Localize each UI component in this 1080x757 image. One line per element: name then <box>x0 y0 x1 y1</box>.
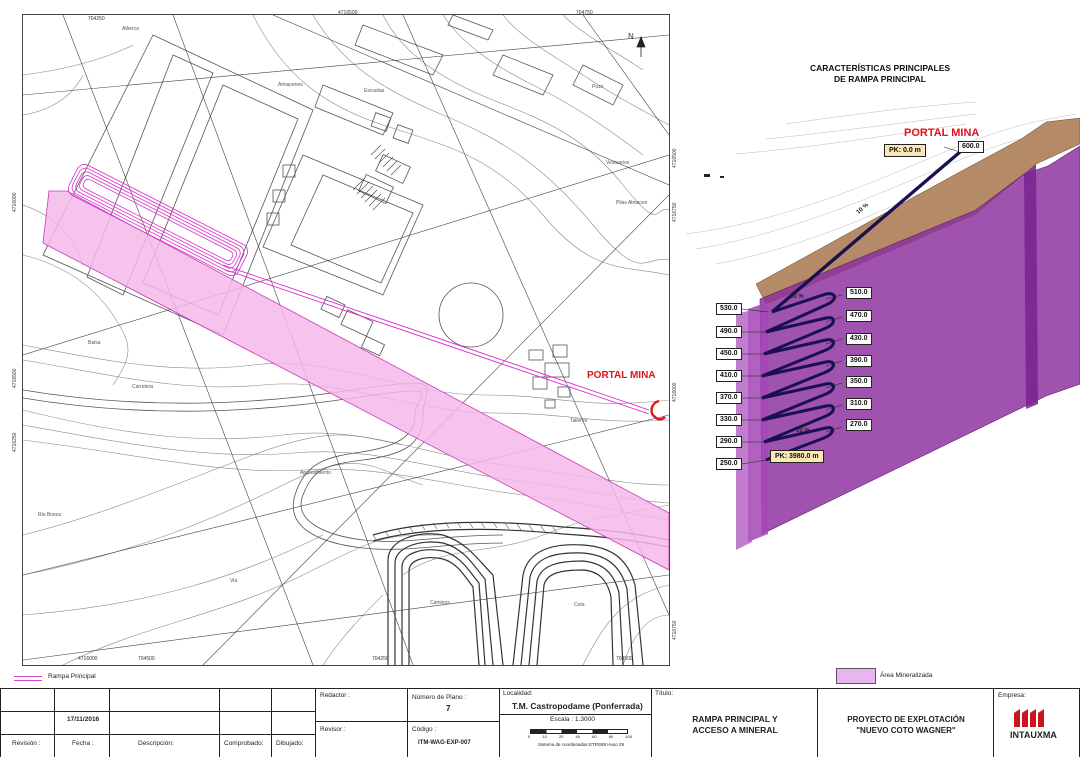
portal-mina-label-map: PORTAL MINA <box>587 370 656 381</box>
location-value: T.M. Castropodame (Ponferrada) <box>512 701 643 711</box>
ramp-3d-drawing <box>685 101 1080 550</box>
area-label: Talleres <box>570 418 588 424</box>
plan-number-value: 7 <box>446 704 451 713</box>
code-value: ITM-WAG-EXP-007 <box>418 740 471 746</box>
area-label: Aparcamiento <box>300 470 331 476</box>
level-label-600: 600.0 <box>958 141 984 153</box>
scale-tick: 10 <box>542 734 547 739</box>
date-value: 17/11/2016 <box>67 716 100 723</box>
revision-label: Revisión : <box>12 740 41 747</box>
coord-top-1: 704250 <box>88 16 105 22</box>
slope-label: 10 % <box>796 428 810 434</box>
project-title: PROYECTO DE EXPLOTACIÓN "NUEVO COTO WAGN… <box>818 714 994 736</box>
scale-tick: 20 <box>558 734 564 739</box>
area-label: Alberca <box>122 26 139 32</box>
pk-start-label: PK: 0.0 m <box>884 144 926 157</box>
drawing-title: RAMPA PRINCIPAL Y ACCESO A MINERAL <box>652 714 818 736</box>
drawn-label: Dibujado: <box>276 740 304 747</box>
level-label-250: 250.0 <box>716 458 742 470</box>
area-label: Balsa <box>88 340 101 346</box>
level-label-490: 490.0 <box>716 326 742 338</box>
schematic-title: CARACTERÍSTICAS PRINCIPALES DE RAMPA PRI… <box>790 63 970 85</box>
date-label: Fecha : <box>72 740 94 747</box>
level-label-270: 270.0 <box>846 419 872 431</box>
scale-tick: 60 <box>592 734 597 739</box>
area-label: Rio Boeza <box>38 512 62 518</box>
scale-tick: 40 <box>575 734 580 739</box>
scale-tick: 80 <box>608 734 614 739</box>
code-label: Código : <box>412 726 437 733</box>
intauxma-logo-icon <box>1014 709 1044 727</box>
company-label: Empresa: <box>998 692 1026 699</box>
schematic-title-line1: CARACTERÍSTICAS PRINCIPALES <box>809 63 951 73</box>
area-label: Pilas Almacen <box>616 200 648 206</box>
area-label: Escuelas <box>364 88 385 94</box>
area-label: Caminos <box>430 600 450 606</box>
coord-left-3: 4716250 <box>12 432 18 452</box>
coord-bottom-4: 704500 <box>616 656 633 662</box>
area-label: Carretera <box>132 384 154 390</box>
level-label-530: 530.0 <box>716 303 742 315</box>
legend-mineralized-swatch <box>836 668 876 684</box>
project-title-line2: "NUEVO COTO WAGNER" <box>856 726 956 735</box>
area-label: Pozo <box>592 84 604 90</box>
plan-number-label: Número de Plano : <box>412 694 467 701</box>
coord-top-3: 704750 <box>576 10 593 16</box>
coord-left-2: 4716500 <box>12 368 18 388</box>
title-label: Título: <box>655 690 674 697</box>
level-label-450: 450.0 <box>716 348 742 360</box>
level-label-330: 330.0 <box>716 414 742 426</box>
level-label-430: 430.0 <box>846 333 872 345</box>
coord-top-2: 4716500 <box>338 10 358 16</box>
legend-ramp-swatch <box>14 676 42 681</box>
scale-tick: 0 <box>528 734 531 739</box>
schematic-title-line2: DE RAMPA PRINCIPAL <box>834 74 926 84</box>
level-label-510: 510.0 <box>846 287 872 299</box>
level-label-410: 410.0 <box>716 370 742 382</box>
company-name: INTAUXMA <box>1010 730 1057 740</box>
pk-end-label: PK: 3980.0 m <box>770 450 824 463</box>
area-label: Vestuarios <box>606 160 630 166</box>
drawing-title-line2: ACCESO A MINERAL <box>692 725 778 735</box>
area-label: Cota <box>574 602 585 608</box>
checked-label: Comprobado: <box>224 740 264 747</box>
drawing-title-line1: RAMPA PRINCIPAL Y <box>692 714 778 724</box>
coord-bottom-2: 704500 <box>138 656 155 662</box>
ramp-3d-schematic <box>676 14 1080 664</box>
scale-tick: 100 <box>625 734 632 739</box>
level-label-470: 470.0 <box>846 310 872 322</box>
level-label-290: 290.0 <box>716 436 742 448</box>
level-label-350: 350.0 <box>846 376 872 388</box>
north-arrow-label: N <box>628 32 634 41</box>
site-plan-drawing <box>23 15 669 665</box>
level-label-390: 390.0 <box>846 355 872 367</box>
coord-bottom-1: 4716000 <box>78 656 98 662</box>
site-plan-map <box>22 14 670 666</box>
coord-bottom-3: 704250 <box>372 656 389 662</box>
area-label: Via <box>230 578 238 584</box>
level-label-310: 310.0 <box>846 398 872 410</box>
location-label: Localidad: <box>503 690 533 697</box>
scale-ticks: 0 10 20 40 60 80 100 <box>528 734 632 740</box>
coord-left-1: 4716000 <box>12 192 18 212</box>
scale-bar <box>530 729 628 734</box>
level-label-370: 370.0 <box>716 392 742 404</box>
redactor-label: Redactor : <box>320 692 350 699</box>
coord-system: Sistema de coordenadas ETRS89 Huso 29 <box>538 742 625 747</box>
area-label: Almacenes <box>278 82 303 88</box>
legend-ramp-label: Rampa Principal <box>48 673 96 680</box>
project-title-line1: PROYECTO DE EXPLOTACIÓN <box>847 715 965 724</box>
portal-mina-label-3d: PORTAL MINA <box>904 127 980 139</box>
legend-mineralized-label: Área Mineralizada <box>880 672 933 679</box>
scale-label: Escala : 1.3000 <box>550 716 595 723</box>
revisor-label: Revisor : <box>320 726 346 733</box>
slope-label: 10 % <box>790 294 804 300</box>
description-label: Descripción: <box>138 740 174 747</box>
